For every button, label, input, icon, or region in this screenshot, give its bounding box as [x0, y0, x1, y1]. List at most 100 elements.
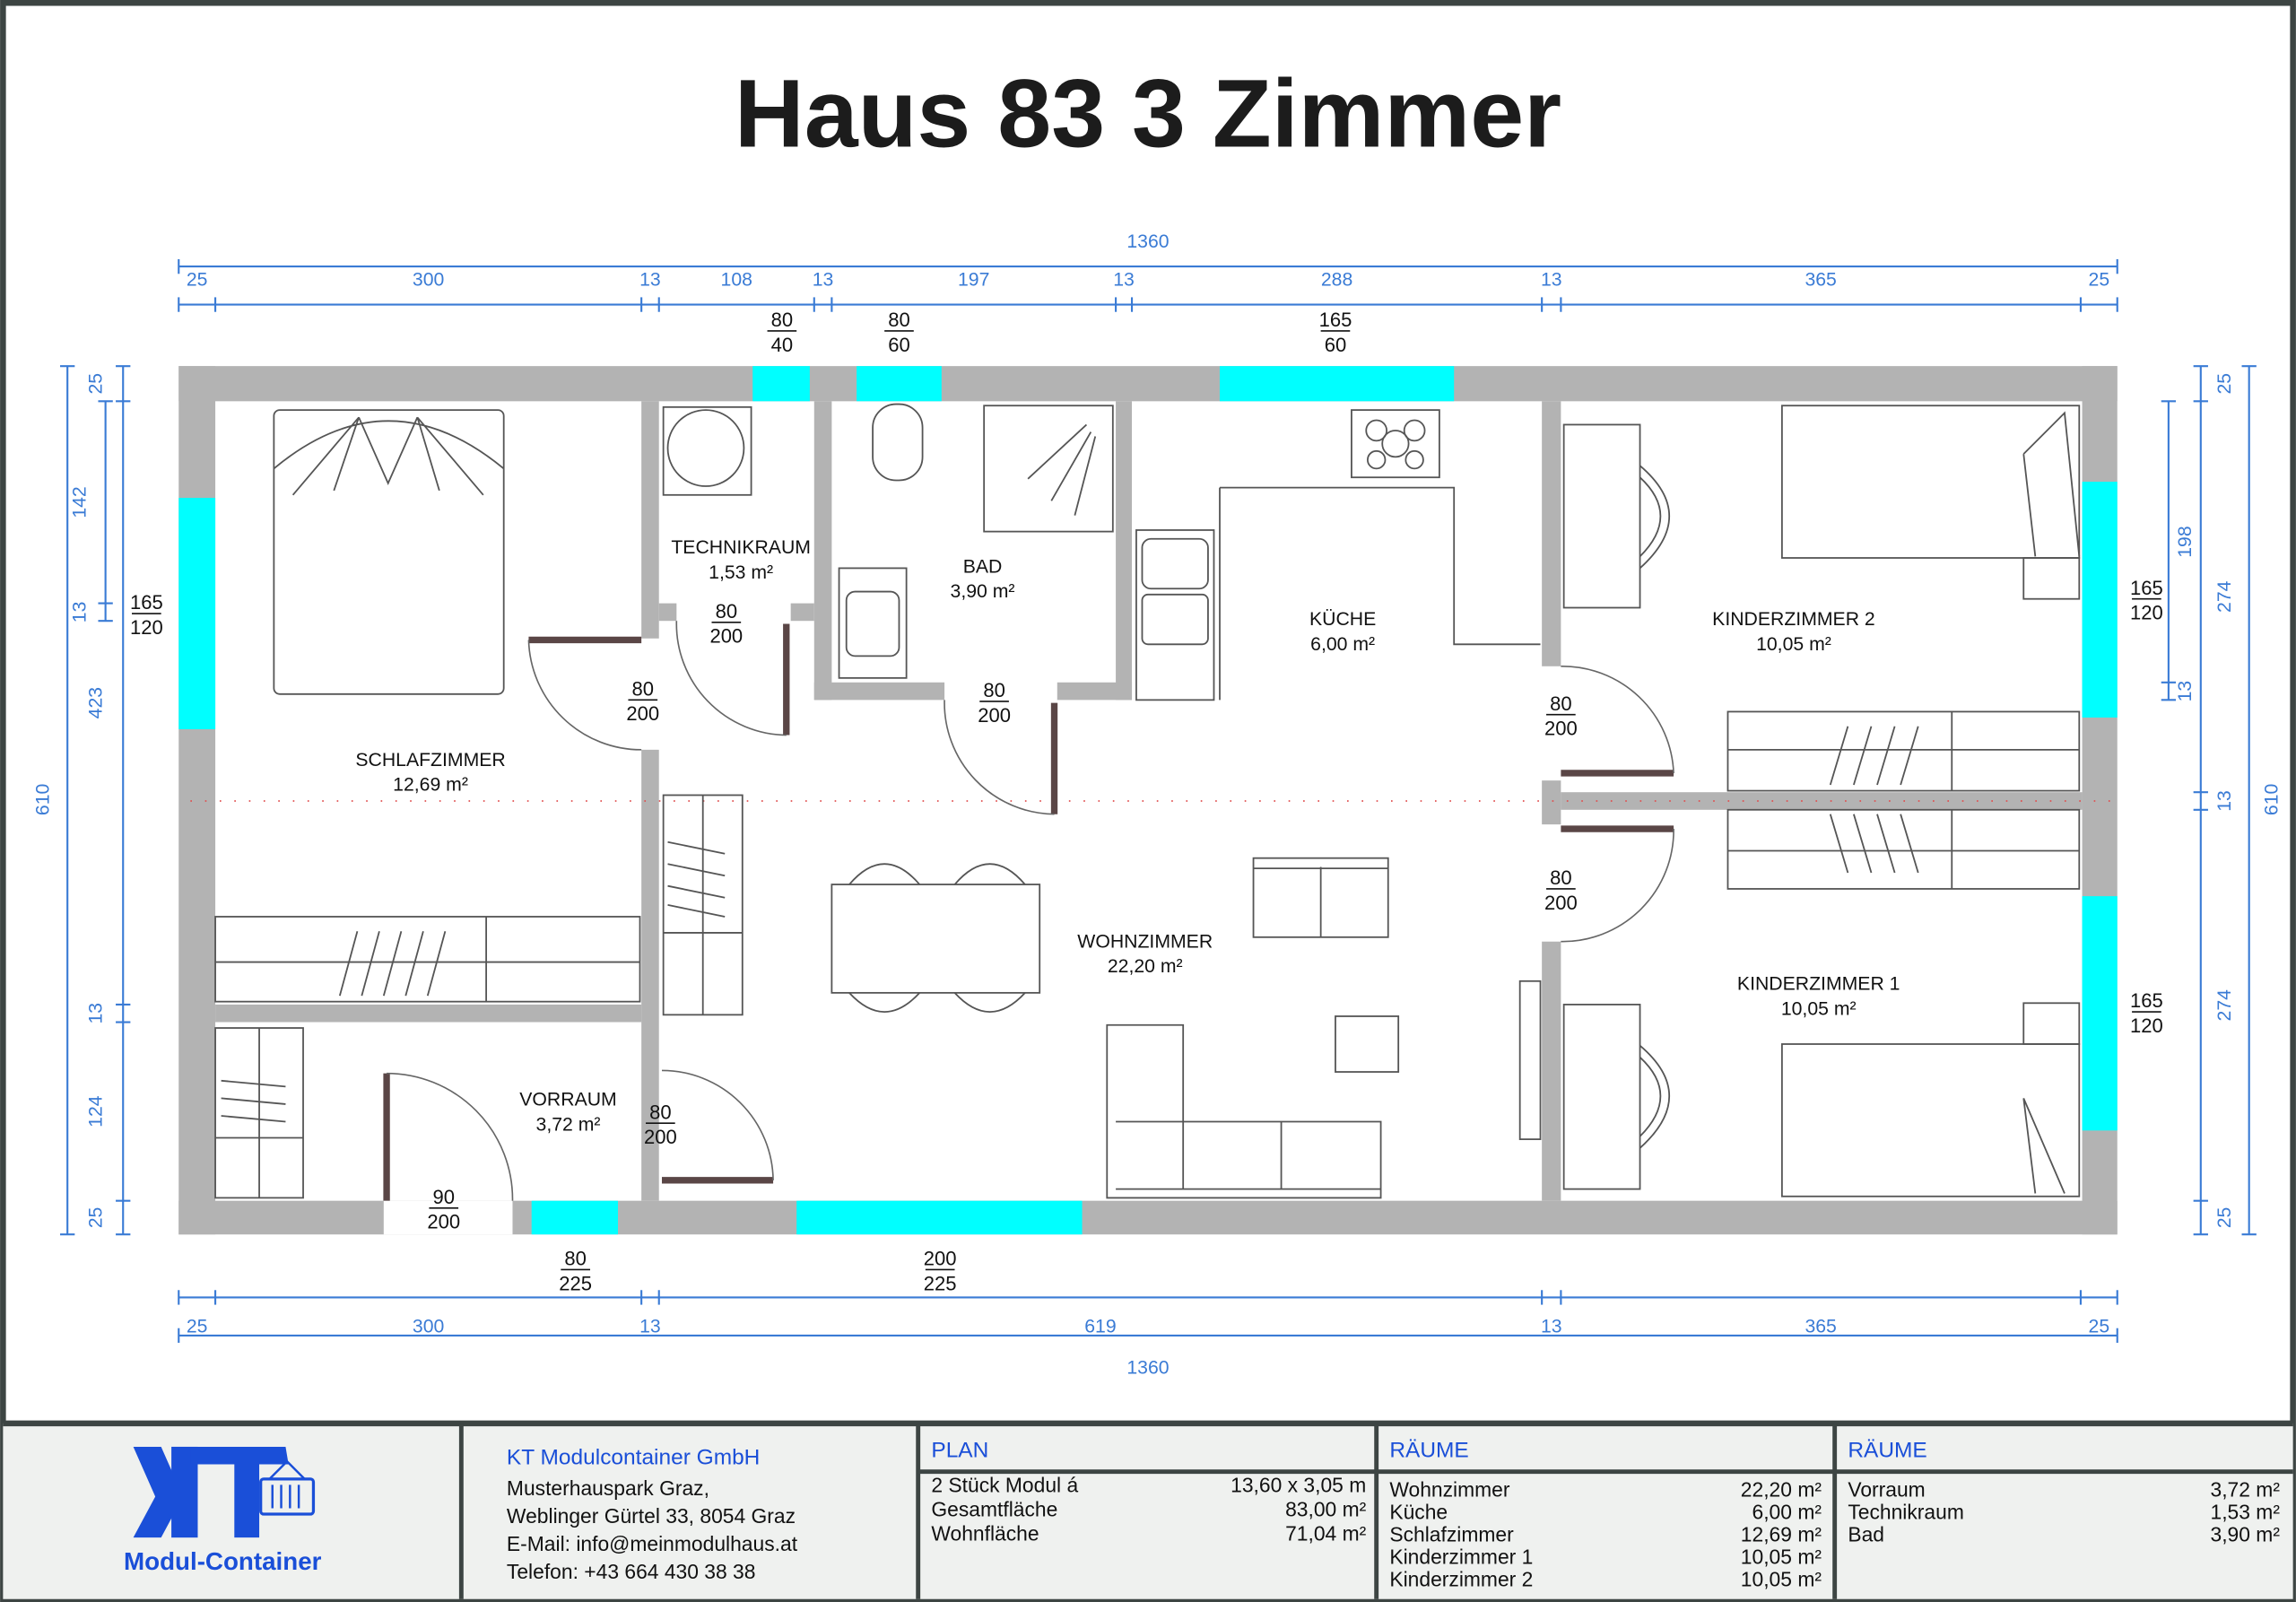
table-header-rooms1: RÄUME: [1389, 1438, 1468, 1462]
opening-width: 80: [1550, 692, 1572, 715]
table-row-label: Kinderzimmer 1: [1389, 1545, 1533, 1568]
room-area: 12,69 m²: [393, 775, 468, 796]
table-row-label: 2 Stück Modul á: [931, 1474, 1078, 1497]
dimension-label: 25: [2214, 1207, 2235, 1229]
company-address-1: Musterhauspark Graz,: [507, 1476, 709, 1500]
company-email[interactable]: E-Mail: info@meinmodulhaus.at: [507, 1532, 798, 1555]
desk: [1562, 1004, 1641, 1190]
dimension-label: 300: [413, 1317, 444, 1337]
room-name: TECHNIKRAUM: [671, 537, 811, 558]
doors: [383, 621, 1674, 1201]
window: [178, 498, 216, 730]
table-row-value: 1,53 m²: [2211, 1500, 2281, 1523]
kitchen-counter: [1219, 486, 1541, 701]
opening-width: 200: [924, 1248, 957, 1270]
room-area: 3,72 m²: [536, 1114, 601, 1135]
dimension-label: 13: [1541, 1317, 1562, 1337]
opening-height: 200: [1544, 892, 1578, 914]
room-area: 10,05 m²: [1781, 998, 1857, 1019]
room-name: KÜCHE: [1309, 608, 1376, 630]
dimension-label: 13: [1541, 269, 1562, 290]
wardrobe: [1726, 808, 2081, 890]
dimension-label: 619: [1084, 1317, 1116, 1337]
opening-height: 200: [626, 702, 659, 725]
dimension-label: 13: [639, 269, 661, 290]
dimension-label: 274: [2214, 989, 2235, 1022]
room-label: KINDERZIMMER 1 10,05 m²: [1737, 974, 1900, 1020]
dimension-label: 25: [187, 269, 208, 290]
dimension-label: 25: [85, 1207, 106, 1229]
dimension-label: 13: [85, 1003, 106, 1024]
opening-height: 60: [1325, 334, 1347, 356]
opening-width: 165: [2130, 577, 2163, 599]
dimension-label: 25: [2214, 373, 2235, 395]
window: [2082, 482, 2118, 718]
dimension-label: 25: [187, 1317, 208, 1337]
wardrobe: [1726, 710, 2081, 792]
room-label: KÜCHE 6,00 m²: [1309, 608, 1376, 655]
window: [531, 1200, 619, 1235]
room-area: 1,53 m²: [709, 562, 773, 583]
room-name: BAD: [963, 556, 1003, 577]
opening-width: 80: [564, 1248, 587, 1270]
dimension-label: 13: [1113, 269, 1135, 290]
opening-width: 80: [632, 677, 655, 700]
sofa: [1106, 1023, 1382, 1199]
room-name: KINDERZIMMER 2: [1712, 609, 1875, 630]
room-name: KINDERZIMMER 1: [1737, 974, 1900, 995]
room-area: 3,90 m²: [951, 581, 1015, 602]
dimension-label: 25: [2089, 1317, 2110, 1337]
room-name: VORRAUM: [519, 1090, 616, 1110]
opening-height: 200: [709, 625, 743, 648]
table-row-value: 13,60 x 3,05 m: [1231, 1474, 1366, 1497]
toilet: [872, 403, 924, 482]
opening-height: 120: [2130, 1014, 2163, 1037]
plan-labels: 8040806016560165120165120165120802008020…: [130, 309, 2163, 1294]
logo-wordmark: Modul-Container: [124, 1547, 322, 1575]
dining-table: [831, 884, 1041, 994]
dimension-total: 610: [2261, 784, 2282, 815]
dimension-label: 13: [2175, 681, 2196, 702]
room-area: 10,05 m²: [1756, 634, 1831, 655]
company-name: KT Modulcontainer GmbH: [507, 1446, 760, 1470]
company-phone[interactable]: Telefon: +43 664 430 38 38: [507, 1560, 756, 1583]
dimension-label: 288: [1321, 269, 1352, 290]
shower: [983, 405, 1114, 533]
opening-width: 165: [1319, 309, 1352, 331]
double-bed: [273, 409, 505, 695]
sink-unit: [1135, 529, 1215, 701]
dimension-label: 13: [2214, 790, 2235, 812]
wardrobe: [214, 916, 641, 1003]
opening-width: 80: [771, 309, 793, 331]
desk: [1562, 423, 1641, 609]
windows: [178, 366, 2118, 1235]
stove: [1351, 409, 1440, 479]
table-row-label: Wohnzimmer: [1389, 1477, 1510, 1501]
window: [1219, 366, 1455, 402]
wardrobe: [214, 1027, 304, 1199]
company-logo: Modul-Container: [124, 1446, 322, 1575]
dimension-total: 1360: [1126, 231, 1169, 252]
dimension-label: 197: [958, 269, 989, 290]
table-row-label: Bad: [1848, 1522, 1884, 1545]
table-row-value: 3,90 m²: [2211, 1522, 2281, 1545]
opening-width: 90: [432, 1186, 455, 1208]
single-bed: [1780, 405, 2081, 559]
opening-width: 80: [649, 1101, 672, 1123]
opening-height: 60: [888, 334, 910, 356]
room-area: 6,00 m²: [1310, 634, 1375, 655]
opening-height: 200: [644, 1126, 677, 1148]
